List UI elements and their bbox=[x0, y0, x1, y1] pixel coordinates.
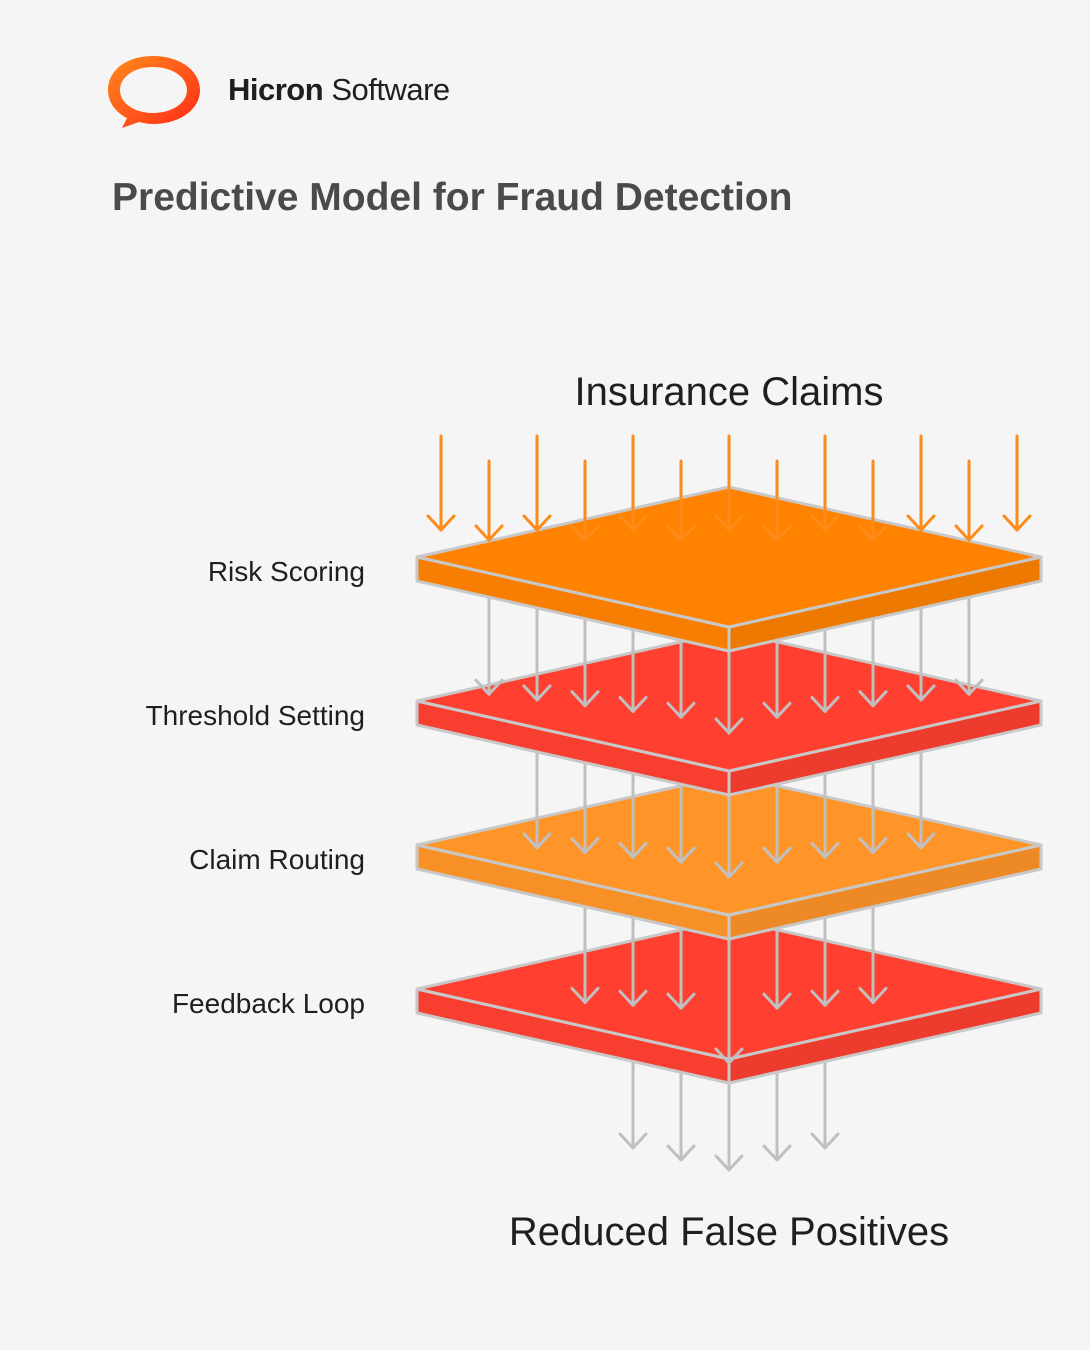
output-label: Reduced False Positives bbox=[508, 1210, 950, 1254]
arrow-output-0 bbox=[618, 1059, 648, 1150]
arrow-output-3 bbox=[762, 1070, 792, 1162]
arrow-into-routing-4 bbox=[714, 793, 744, 879]
arrow-into-threshold-7 bbox=[810, 627, 840, 713]
arrow-input-2 bbox=[522, 434, 552, 532]
arrow-into-threshold-0 bbox=[474, 595, 504, 696]
arrow-output-1 bbox=[666, 1070, 696, 1162]
arrow-into-threshold-2 bbox=[570, 617, 600, 708]
input-label: Insurance Claims bbox=[574, 370, 884, 414]
arrow-into-routing-7 bbox=[858, 761, 888, 855]
speech-bubble-icon bbox=[108, 56, 200, 128]
layer-label-risk-scoring: Risk Scoring bbox=[207, 556, 365, 587]
arrow-input-8 bbox=[810, 434, 840, 532]
arrow-input-9 bbox=[858, 459, 888, 542]
arrow-into-threshold-5 bbox=[714, 649, 744, 735]
page-title: Predictive Model for Fraud Detection bbox=[112, 176, 793, 219]
brand-name: Hicron Software bbox=[228, 72, 450, 108]
arrow-into-feedback-6 bbox=[858, 905, 888, 1004]
brand-name-bold: Hicron bbox=[228, 72, 324, 107]
arrow-into-feedback-5 bbox=[810, 915, 840, 1007]
arrow-into-feedback-2 bbox=[666, 926, 696, 1010]
brand-logo: Hicron Software bbox=[105, 52, 505, 132]
arrow-input-12 bbox=[1002, 434, 1032, 532]
arrow-into-threshold-1 bbox=[522, 606, 552, 702]
arrow-into-routing-0 bbox=[522, 750, 552, 850]
arrow-into-feedback-0 bbox=[570, 905, 600, 1004]
arrow-input-0 bbox=[426, 434, 456, 532]
arrow-into-routing-2 bbox=[618, 771, 648, 859]
arrow-into-threshold-9 bbox=[906, 606, 936, 702]
arrow-into-feedback-3 bbox=[714, 937, 744, 1065]
arrow-into-routing-1 bbox=[570, 761, 600, 855]
arrow-input-1 bbox=[474, 459, 504, 542]
arrow-into-threshold-10 bbox=[954, 595, 984, 696]
arrow-output-4 bbox=[810, 1059, 840, 1150]
arrow-into-threshold-8 bbox=[858, 617, 888, 708]
arrow-into-threshold-4 bbox=[666, 638, 696, 719]
arrow-input-6 bbox=[714, 434, 744, 532]
arrow-into-routing-8 bbox=[906, 750, 936, 850]
brand-name-light: Software bbox=[331, 72, 450, 107]
arrow-input-7 bbox=[762, 459, 792, 542]
arrow-input-3 bbox=[570, 459, 600, 542]
arrow-into-routing-6 bbox=[810, 771, 840, 859]
arrow-output-2 bbox=[714, 1081, 744, 1172]
layer-label-threshold-setting: Threshold Setting bbox=[145, 700, 365, 731]
layer-label-feedback-loop: Feedback Loop bbox=[171, 988, 365, 1019]
arrow-into-threshold-3 bbox=[618, 627, 648, 713]
arrow-into-feedback-1 bbox=[618, 915, 648, 1007]
arrow-input-11 bbox=[954, 459, 984, 542]
layer-top-face-risk-scoring bbox=[415, 485, 1043, 629]
arrow-into-feedback-4 bbox=[762, 926, 792, 1010]
layer-label-claim-routing: Claim Routing bbox=[189, 844, 365, 875]
arrow-into-threshold-6 bbox=[762, 638, 792, 719]
arrow-into-routing-3 bbox=[666, 782, 696, 864]
arrow-input-5 bbox=[666, 459, 696, 542]
arrow-input-10 bbox=[906, 434, 936, 532]
arrow-input-4 bbox=[618, 434, 648, 532]
arrow-into-routing-5 bbox=[762, 782, 792, 864]
